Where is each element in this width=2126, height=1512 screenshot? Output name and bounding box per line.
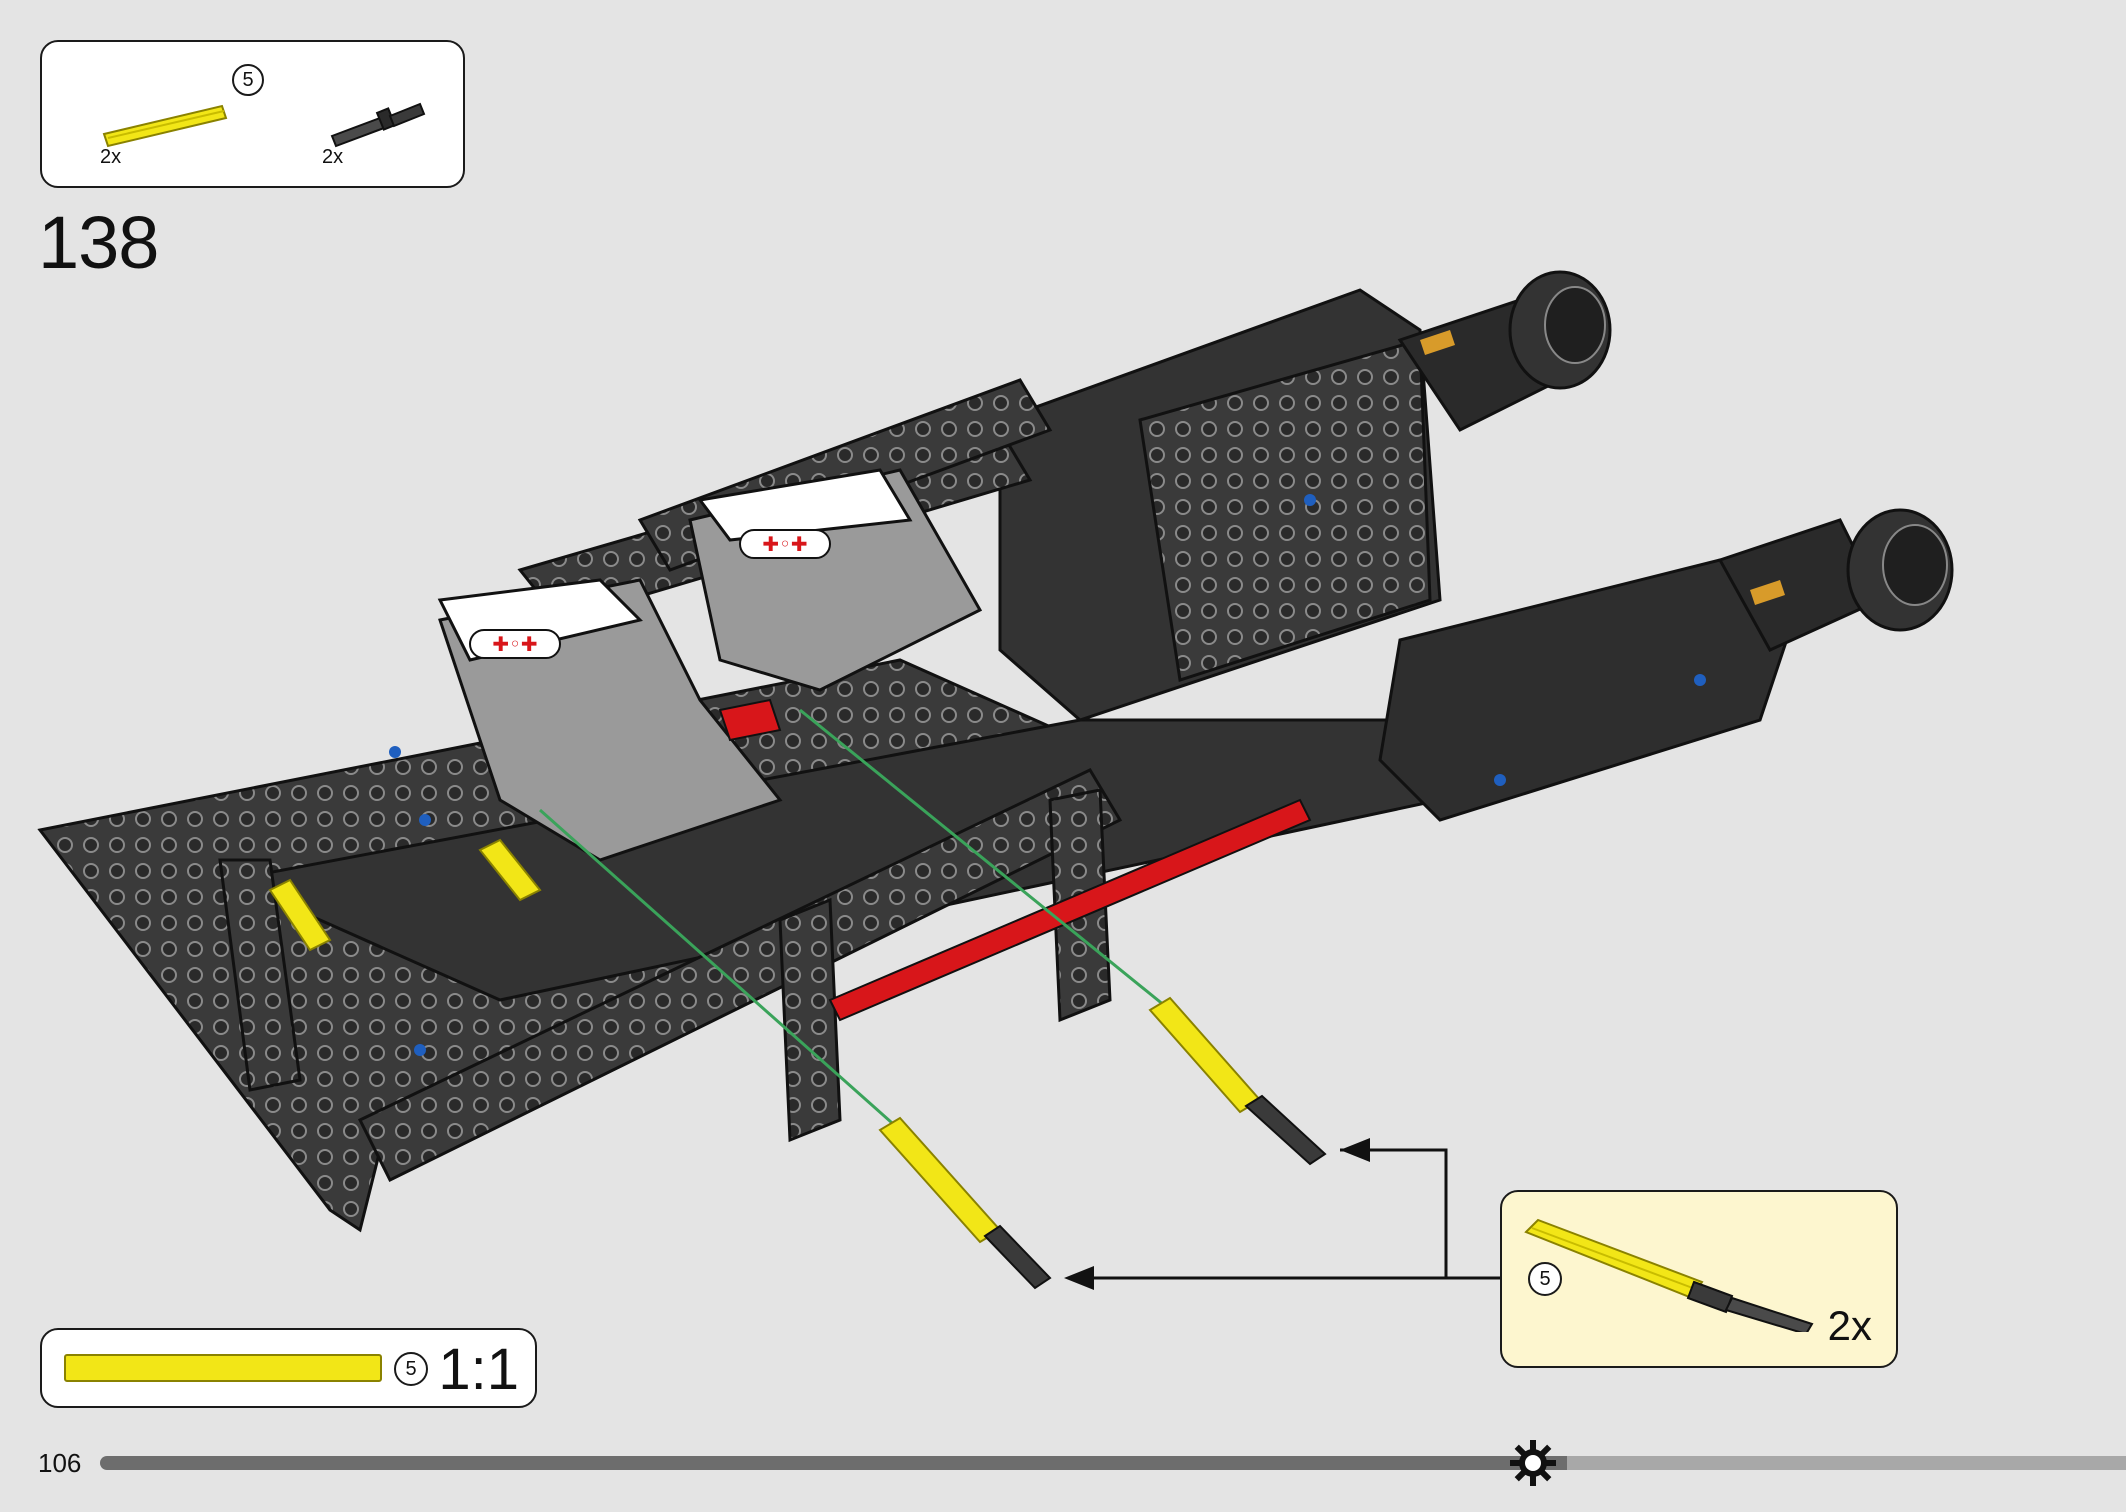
callout-quantity: 2x [1827,1302,1872,1349]
part-length-circle: 5 [232,64,264,96]
callout-box: 5 2x [1500,1190,1898,1368]
scale-length-circle: 5 [394,1352,428,1386]
yellow-axle-icon [102,104,228,148]
scale-ratio: 1:1 [438,1337,519,1402]
scale-reference-box: 5 1:1 [40,1328,537,1408]
cross-badge-icon: ✚◦✚ ✚◦✚ [469,529,831,659]
callout-length-circle: 5 [1528,1262,1562,1296]
progress-remaining [1566,1456,2126,1470]
part-quantity-axle-pin: 2x [322,146,344,168]
svg-text:✚◦✚: ✚◦✚ [762,532,807,556]
scale-axle-bar [64,1354,382,1382]
progress-gear-icon [1510,1440,1556,1486]
progress-bar [100,1456,2126,1470]
page-number: 106 [38,1448,82,1478]
svg-text:✚◦✚: ✚◦✚ [492,632,537,656]
part-quantity-yellow-axle: 2x [100,146,122,168]
axle-pin-icon [330,102,426,148]
parts-list-box: 5 2x 2x [40,40,465,188]
axle-with-pin-icon [1524,1218,1814,1332]
step-number: 138 [38,201,159,284]
